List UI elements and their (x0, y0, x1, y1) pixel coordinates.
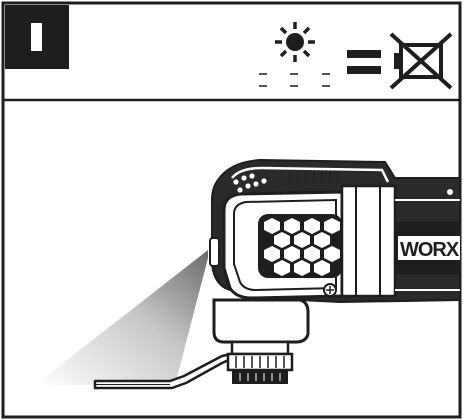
vent-grille (264, 218, 340, 276)
brand-logo: WORX (400, 239, 460, 261)
step-number-glyph (31, 23, 42, 51)
light-beam (35, 250, 208, 385)
multi-tool-illustration: WORX (209, 158, 461, 384)
sun-icon (259, 22, 330, 87)
step-number-badge: 1 (5, 5, 69, 69)
equals-icon (347, 50, 381, 74)
battery-crossed-icon (389, 32, 453, 90)
